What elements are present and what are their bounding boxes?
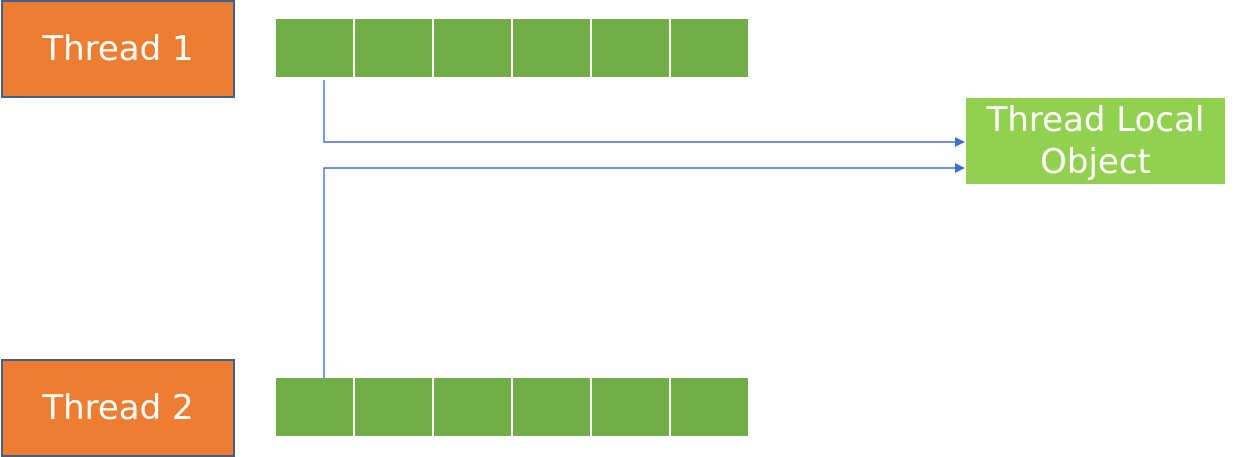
thread-2-slot-row xyxy=(276,378,748,436)
thread-2-slot-1 xyxy=(276,378,355,436)
thread-local-object-label-line2: Object xyxy=(1040,142,1151,182)
thread-1-slot-6 xyxy=(671,19,748,77)
thread-1-label: Thread 1 xyxy=(42,29,194,69)
thread-2-slot-3 xyxy=(434,378,513,436)
thread-local-object-box: Thread Local Object xyxy=(966,98,1225,184)
thread-1-slot-row xyxy=(276,19,748,77)
thread-1-box: Thread 1 xyxy=(1,0,235,98)
thread-1-slot-3 xyxy=(434,19,513,77)
thread-1-slot-4 xyxy=(513,19,592,77)
thread-1-slot-2 xyxy=(355,19,434,77)
thread-1-slot-1 xyxy=(276,19,355,77)
thread-2-label: Thread 2 xyxy=(42,388,194,428)
thread-2-slot-5 xyxy=(592,378,671,436)
thread-2-box: Thread 2 xyxy=(1,359,235,457)
thread-1-slot-5 xyxy=(592,19,671,77)
thread-2-connector-arrow xyxy=(323,163,965,378)
thread-1-connector-arrow xyxy=(323,80,965,147)
thread-2-slot-2 xyxy=(355,378,434,436)
thread-2-slot-4 xyxy=(513,378,592,436)
thread-2-slot-6 xyxy=(671,378,748,436)
thread-local-object-label-line1: Thread Local xyxy=(986,100,1205,140)
